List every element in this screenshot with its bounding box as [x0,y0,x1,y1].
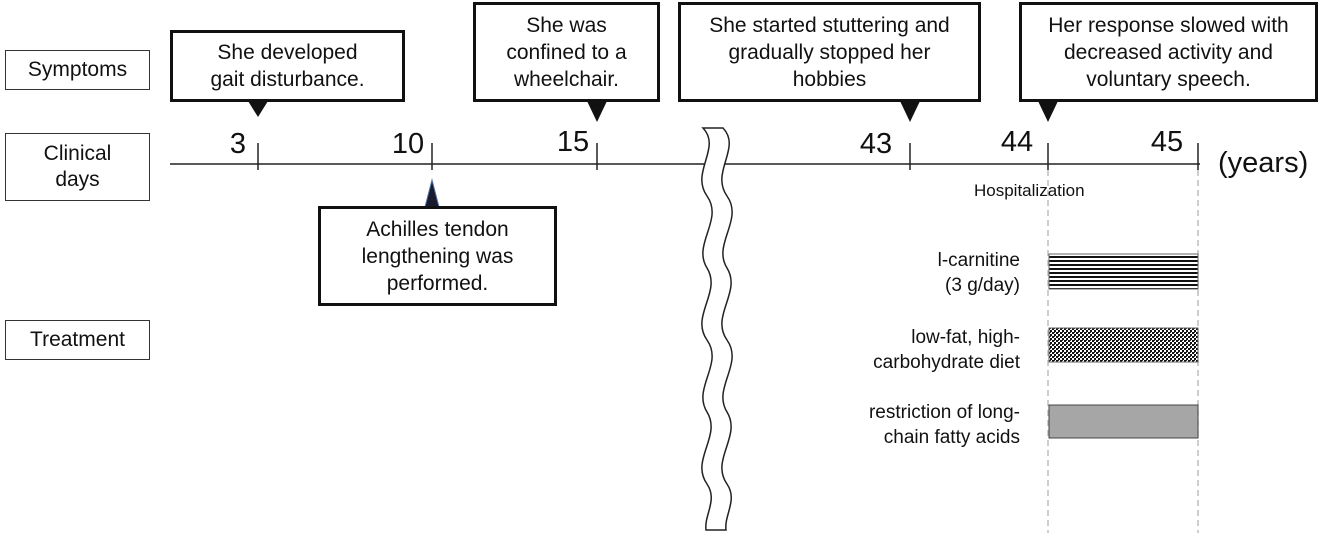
event-achilles-surgery: Achilles tendon lengthening was performe… [318,206,557,306]
pointer-stuttering [900,101,920,122]
tick-label-44: 44 [1000,126,1034,158]
bar-restriction-lcfa [1048,404,1199,439]
row-label-clinical-days: Clinical days [5,133,150,201]
row-label-symptoms: Symptoms [5,50,150,90]
tick-label-45: 45 [1150,126,1184,158]
event-response-slowed: Her response slowed with decreased activ… [1019,2,1318,102]
event-stuttering: She started stuttering and gradually sto… [678,2,981,102]
treatment-label-low-fat-diet: low-fat, high- carbohydrate diet [873,327,1020,373]
row-label-treatment: Treatment [5,320,150,360]
event-wheelchair: She was confined to a wheelchair. [473,2,660,102]
axis-unit-label: (years) [1218,147,1309,179]
treatment-label-l-carnitine: l-carnitine (3 g/day) [937,250,1020,296]
time-break-symbol [701,127,733,531]
treatment-label-restriction-lcfa: restriction of long- chain fatty acids [868,402,1020,448]
tick-label-10: 10 [391,128,425,160]
bar-low-fat-diet [1048,327,1199,363]
tick-label-3: 3 [229,128,247,160]
bar-l-carnitine [1048,253,1199,290]
hospitalization-label: Hospitalization [974,181,1085,200]
pointer-gait [248,101,268,117]
axis-ticks [257,143,1199,170]
event-gait-disturbance: She developed gait disturbance. [170,30,405,102]
pointer-response [1038,101,1058,122]
pointer-achilles [424,178,440,208]
pointer-wheelchair [587,101,607,122]
tick-label-43: 43 [859,128,893,160]
tick-label-15: 15 [556,126,590,158]
